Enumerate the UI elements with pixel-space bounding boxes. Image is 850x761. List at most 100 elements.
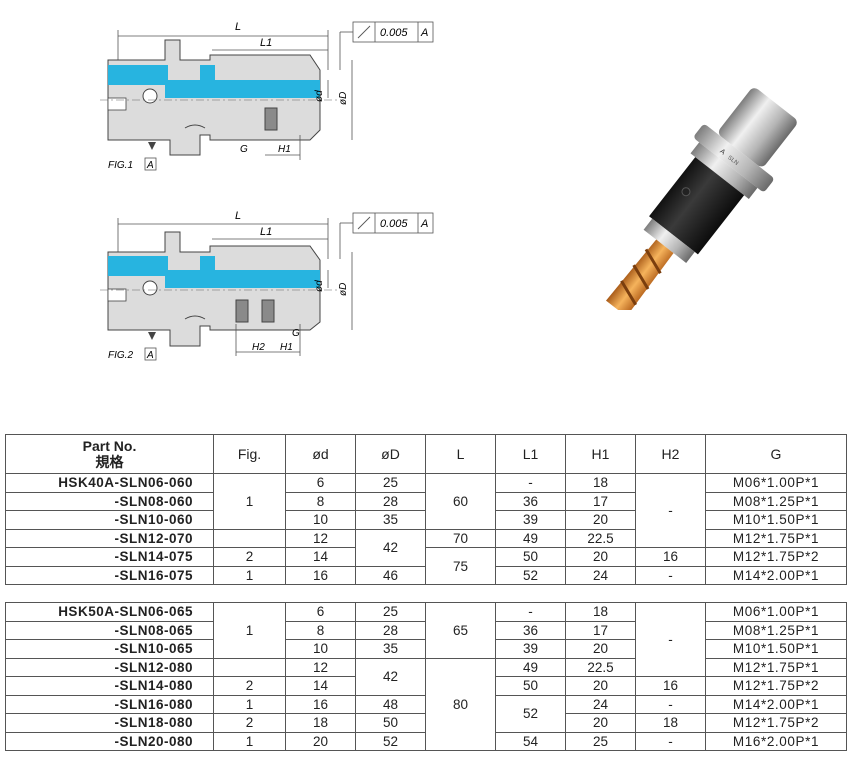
figure-2-ref: A bbox=[146, 350, 154, 361]
header-part-line2: 規格 bbox=[95, 454, 124, 470]
H2-cell: - bbox=[635, 602, 706, 677]
oD-cell: 28 bbox=[355, 491, 426, 511]
H1-cell: 24 bbox=[565, 565, 636, 585]
od-cell: 6 bbox=[285, 473, 356, 493]
fig-cell: 2 bbox=[213, 676, 286, 696]
od-cell: 8 bbox=[285, 620, 356, 640]
G-cell: M12*1.75P*2 bbox=[705, 713, 847, 733]
G-cell: M10*1.50P*1 bbox=[705, 639, 847, 659]
oD-cell: 50 bbox=[355, 713, 426, 733]
fig-cell bbox=[213, 528, 286, 548]
fig-cell: 1 bbox=[213, 565, 286, 585]
table-row: -SLN12-070 12 42 70 49 22.5 M12*1.75P*1 bbox=[5, 528, 847, 567]
table-row: -SLN10-060 10 35 39 20 M10*1.50P*1 bbox=[5, 510, 847, 530]
H1-cell: 24 bbox=[565, 694, 636, 714]
part-no: -SLN10-060 bbox=[5, 510, 214, 530]
figure-2-label: FIG.2 bbox=[108, 350, 133, 361]
product-photo: A SLN bbox=[570, 80, 810, 317]
L-cell: 65 bbox=[425, 602, 496, 659]
table-row: HSK40A-SLN06-060 1 6 25 60 - 18 - M06*1.… bbox=[5, 473, 847, 548]
dim-oD-label: øD bbox=[338, 283, 349, 296]
H1-cell: 20 bbox=[565, 510, 636, 530]
fig-cell bbox=[213, 657, 286, 677]
oD-cell: 42 bbox=[355, 657, 426, 696]
table-row: -SLN10-065 10 35 39 20 M10*1.50P*1 bbox=[5, 639, 847, 659]
od-cell: 12 bbox=[285, 657, 356, 677]
L1-cell: 52 bbox=[495, 565, 566, 585]
H1-cell: 25 bbox=[565, 731, 636, 751]
part-no: -SLN14-080 bbox=[5, 676, 214, 696]
fig-cell: 2 bbox=[213, 547, 286, 567]
od-cell: 16 bbox=[285, 694, 356, 714]
dim-L1-label: L1 bbox=[260, 226, 272, 238]
L1-cell: 39 bbox=[495, 639, 566, 659]
part-no: -SLN12-080 bbox=[5, 657, 214, 677]
tolerance-frame: 0.005 A bbox=[339, 21, 434, 70]
od-cell: 6 bbox=[285, 602, 356, 622]
H2-cell: 16 bbox=[635, 676, 706, 696]
fig-cell: 1 bbox=[213, 731, 286, 751]
tolerance-value: 0.005 bbox=[380, 218, 408, 230]
H1-cell: 22.5 bbox=[565, 657, 636, 677]
table-row: -SLN12-080 12 42 80 49 22.5 M12*1.75P*1 bbox=[5, 657, 847, 751]
table-row: -SLN16-080 1 16 48 52 24 - M14*2.00P*1 bbox=[5, 694, 847, 733]
L1-cell: 36 bbox=[495, 491, 566, 511]
dim-H1-label: H1 bbox=[280, 342, 293, 353]
od-cell: 20 bbox=[285, 731, 356, 751]
table-row: -SLN08-060 8 28 36 17 M08*1.25P*1 bbox=[5, 491, 847, 511]
H1-cell: 20 bbox=[565, 639, 636, 659]
od-cell: 14 bbox=[285, 676, 356, 696]
group-separator bbox=[5, 584, 847, 603]
oD-cell: 28 bbox=[355, 620, 426, 640]
tolerance-value: 0.005 bbox=[380, 27, 408, 39]
H1-cell: 20 bbox=[565, 547, 636, 567]
G-cell: M12*1.75P*2 bbox=[705, 676, 847, 696]
oD-cell: 35 bbox=[355, 510, 426, 530]
part-no: -SLN10-065 bbox=[5, 639, 214, 659]
oD-cell: 35 bbox=[355, 639, 426, 659]
L-cell: 75 bbox=[425, 547, 496, 585]
oD-cell: 46 bbox=[355, 565, 426, 585]
dim-G-label: G bbox=[292, 328, 300, 339]
part-no: -SLN20-080 bbox=[5, 731, 214, 751]
H2-cell: 18 bbox=[635, 713, 706, 733]
L1-cell: 54 bbox=[495, 731, 566, 751]
part-no: -SLN12-070 bbox=[5, 528, 214, 548]
table-row: -SLN20-080 1 20 52 54 25 - M16*2.00P*1 bbox=[5, 731, 847, 751]
od-cell: 14 bbox=[285, 547, 356, 567]
H2-cell: - bbox=[635, 565, 706, 585]
oD-cell: 25 bbox=[355, 602, 426, 622]
header-od: ød bbox=[285, 434, 356, 474]
H1-cell: 22.5 bbox=[565, 528, 636, 548]
oD-cell: 42 bbox=[355, 528, 426, 567]
L-cell: 70 bbox=[425, 528, 496, 548]
H1-cell: 18 bbox=[565, 473, 636, 493]
G-cell: M12*1.75P*2 bbox=[705, 547, 847, 567]
od-cell: 10 bbox=[285, 510, 356, 530]
L1-cell: 49 bbox=[495, 657, 566, 677]
figure-2: L L1 0.005 A ød øD H2 H1 G FIG.2 A bbox=[100, 204, 440, 379]
dim-L-label: L bbox=[235, 210, 241, 222]
H1-cell: 20 bbox=[565, 676, 636, 696]
G-cell: M08*1.25P*1 bbox=[705, 491, 847, 511]
H2-cell: - bbox=[635, 473, 706, 548]
dim-oD-label: øD bbox=[338, 92, 349, 105]
part-no: HSK40A-SLN06-060 bbox=[5, 473, 214, 493]
dim-L1-label: L1 bbox=[260, 37, 272, 49]
header-oD: øD bbox=[355, 434, 426, 474]
part-no: -SLN16-075 bbox=[5, 565, 214, 585]
L1-cell: 36 bbox=[495, 620, 566, 640]
od-cell: 10 bbox=[285, 639, 356, 659]
oD-cell: 25 bbox=[355, 473, 426, 493]
spec-table: Part No. 規格 Fig. ød øD L L1 H1 H2 G HSK4… bbox=[5, 434, 847, 751]
H2-cell: - bbox=[635, 731, 706, 751]
photo-engraving: SLN bbox=[726, 155, 739, 167]
header-L: L bbox=[425, 434, 496, 474]
tolerance-frame: 0.005 A bbox=[339, 212, 434, 259]
header-L1: L1 bbox=[495, 434, 566, 474]
table-row: -SLN14-075 2 14 75 50 20 16 M12*1.75P*2 bbox=[5, 547, 847, 585]
part-no: HSK50A-SLN06-065 bbox=[5, 602, 214, 622]
part-no: -SLN08-060 bbox=[5, 491, 214, 511]
G-cell: M14*2.00P*1 bbox=[705, 694, 847, 714]
L1-cell: 49 bbox=[495, 528, 566, 548]
